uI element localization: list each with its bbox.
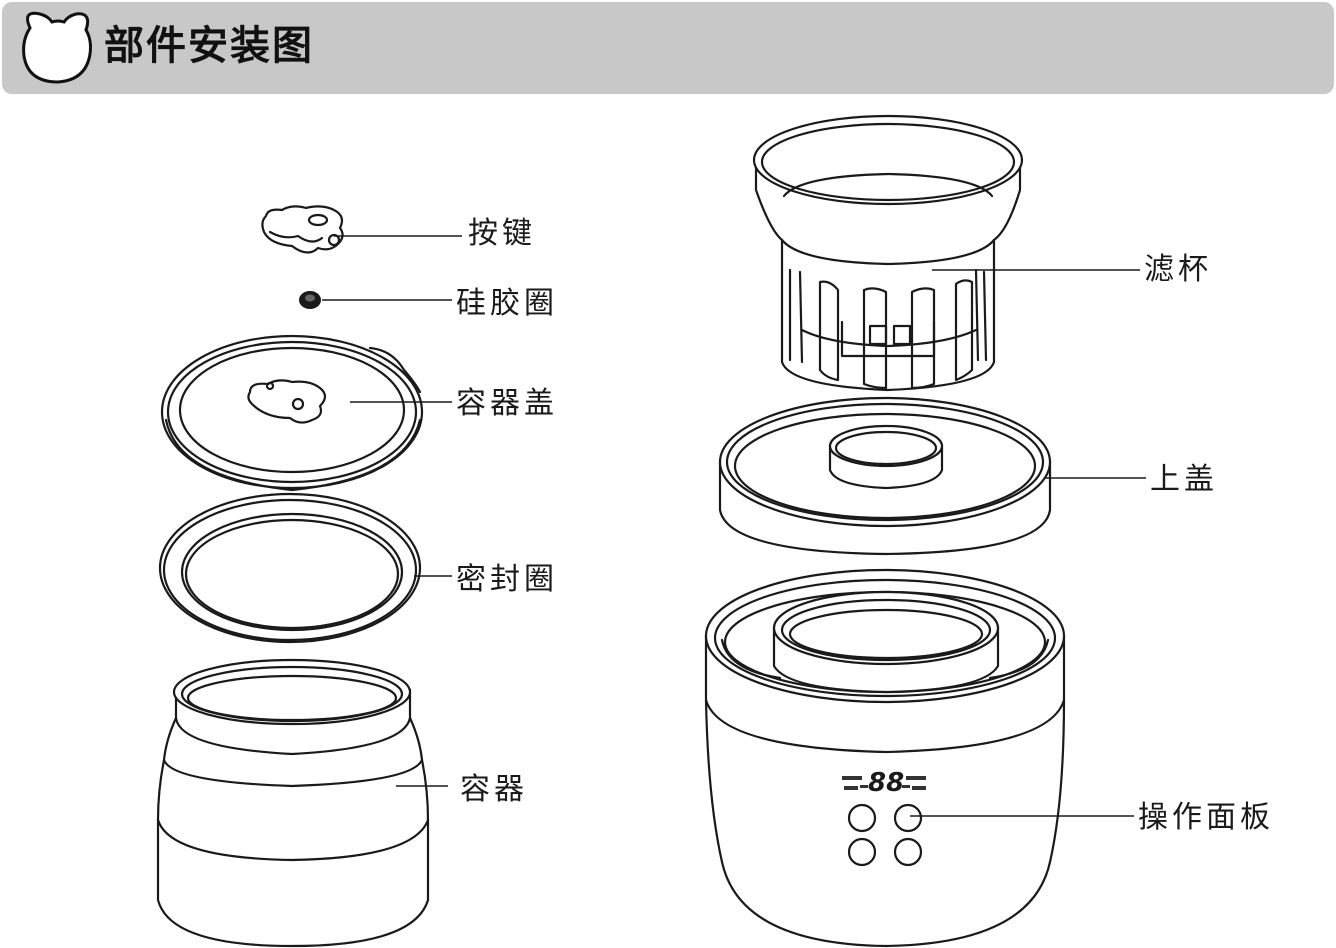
container-part [156,658,430,948]
silicone-ring-part [299,291,321,309]
label-filter-cup: 滤杯 [1144,252,1212,287]
bear-logo-icon [22,11,92,84]
page-title: 部件安装图 [104,23,314,69]
control-panel-display [842,776,926,790]
control-panel-buttons [847,803,923,867]
label-container-lid: 容器盖 [456,386,558,421]
label-sealing-ring: 密封圈 [456,562,558,597]
display-digits: 88 [868,768,905,798]
container-lid-part [160,334,424,492]
filter-cup-part [752,114,1024,392]
label-control-panel: 操作面板 [1138,800,1274,835]
label-button: 按键 [468,216,536,251]
sealing-ring-part [158,492,422,644]
header-bar [2,2,1334,94]
label-container: 容器 [460,772,528,807]
button-part [261,205,344,254]
upper-lid-part [718,396,1052,556]
label-silicone-ring: 硅胶圈 [456,286,558,321]
base-unit-part [704,568,1066,948]
label-upper-lid: 上盖 [1150,462,1218,497]
